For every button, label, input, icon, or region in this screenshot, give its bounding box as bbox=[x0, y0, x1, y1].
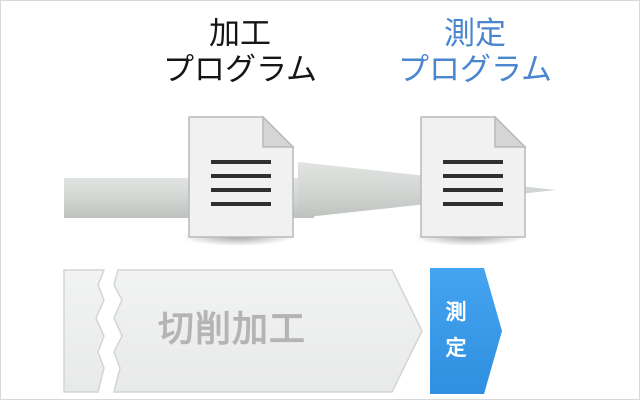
measuring-program-label-line2: プログラム bbox=[397, 52, 553, 88]
machining-program-label: 加工 プログラム bbox=[150, 16, 330, 88]
machining-program-label-line1: 加工 bbox=[209, 16, 271, 52]
measuring-program-label: 測定 プログラム bbox=[380, 16, 570, 88]
cutting-process-shape bbox=[63, 269, 423, 393]
measuring-process-label-char1: 測 bbox=[445, 300, 467, 324]
document-icon bbox=[414, 115, 527, 246]
machining-program-label-line2: プログラム bbox=[162, 52, 318, 88]
cutting-process-label: 切削加工 bbox=[158, 309, 307, 350]
measuring-process-label-char2: 定 bbox=[445, 336, 467, 360]
measuring-process-shape bbox=[430, 268, 502, 394]
document-icon bbox=[182, 115, 295, 246]
measuring-program-label-line1: 測定 bbox=[444, 16, 506, 52]
